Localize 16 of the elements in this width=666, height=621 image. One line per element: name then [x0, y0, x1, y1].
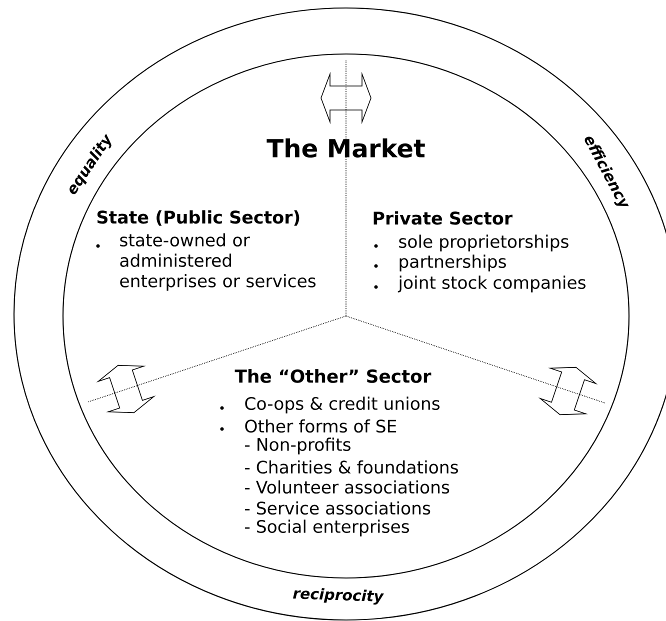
list-item: - Non-profits	[245, 438, 350, 454]
bullet-item: partnerships	[374, 254, 506, 272]
list-item: - Volunteer associations	[245, 480, 450, 494]
bullet-item: state-owned or administered enterprises or services	[96, 233, 316, 291]
sector-heading: The “Other” Sector	[232, 366, 434, 386]
bullet-item: Co-ops & credit unions	[220, 396, 440, 414]
diagram-title: The Market	[266, 138, 425, 158]
sector-heading: Private Sector	[374, 211, 512, 225]
list-item: - Service associations	[245, 501, 430, 515]
sector-heading: State (Public Sector)	[97, 210, 300, 226]
bullet-item: joint stock companies	[374, 276, 586, 292]
list-item: - Social enterprises	[245, 520, 409, 536]
value-label: reciprocity	[293, 588, 384, 605]
bullet-item: Other forms of SE	[220, 419, 396, 433]
bullet-item: sole proprietorships	[374, 234, 568, 252]
list-item: - Charities & foundations	[245, 460, 458, 474]
